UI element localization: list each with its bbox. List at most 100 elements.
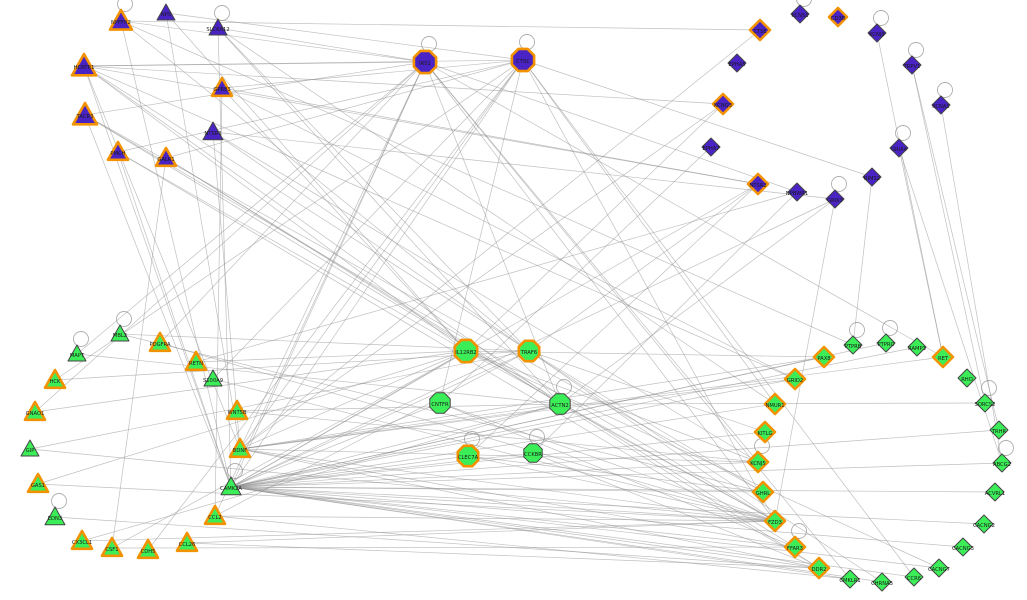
graph-node-kcnj9[interactable] — [867, 23, 887, 43]
graph-node-ghrl[interactable] — [751, 480, 775, 504]
graph-node-cckbr[interactable] — [523, 443, 543, 463]
graph-node-irs1[interactable] — [412, 49, 438, 75]
self-loop-edge — [116, 311, 132, 327]
graph-node-ddr2[interactable] — [807, 556, 831, 580]
graph-node-ptpro[interactable] — [876, 333, 896, 353]
graph-node-rims2[interactable] — [862, 167, 882, 187]
graph-edge — [465, 103, 724, 352]
graph-edge — [239, 448, 759, 463]
graph-node-ramp3[interactable] — [907, 337, 927, 357]
graph-node-cmklr1[interactable] — [840, 569, 860, 589]
graph-node-rho[interactable] — [957, 368, 977, 388]
graph-node-pmch[interactable] — [106, 140, 130, 162]
graph-node-grid2[interactable] — [783, 367, 807, 391]
graph-node-gas1[interactable] — [26, 472, 50, 494]
graph-edge — [120, 20, 426, 63]
graph-node-npffr2[interactable] — [108, 8, 134, 31]
graph-node-nmur1[interactable] — [763, 392, 787, 416]
graph-node-cntfr[interactable] — [429, 392, 451, 414]
graph-edge — [212, 131, 530, 352]
graph-edge — [111, 157, 167, 549]
graph-node-ntsr2[interactable] — [746, 172, 770, 196]
graph-edge — [230, 486, 820, 569]
graph-node-ctsc[interactable] — [510, 47, 536, 73]
graph-node-cacng3[interactable] — [953, 537, 973, 557]
graph-node-s100a9[interactable] — [203, 369, 223, 387]
graph-edge — [532, 191, 798, 454]
graph-node-trhr[interactable] — [989, 420, 1009, 440]
graph-node-camk2a[interactable] — [220, 476, 242, 496]
graph-node-slc6a12[interactable] — [208, 18, 228, 36]
graph-node-gip[interactable] — [20, 439, 40, 457]
graph-node-ccl26[interactable] — [175, 531, 199, 553]
graph-edge — [81, 403, 561, 542]
graph-edge — [230, 486, 996, 493]
graph-node-kcna1[interactable] — [931, 95, 951, 115]
graph-edge — [559, 403, 820, 569]
graph-node-abcg2[interactable] — [992, 453, 1012, 473]
node-layer: NPFFR2NPSSLC6A12HCRTR1GPR83TACR3NTSR1PMC… — [20, 3, 1012, 592]
graph-node-retn[interactable] — [184, 350, 208, 372]
graph-node-wnt5b[interactable] — [225, 399, 249, 421]
graph-node-kitlg[interactable] — [753, 420, 777, 444]
graph-edge — [911, 64, 1000, 431]
graph-node-kcnq3[interactable] — [711, 92, 735, 116]
graph-node-ctse[interactable] — [748, 18, 772, 42]
graph-node-gpr83[interactable] — [210, 76, 234, 98]
graph-edge — [84, 114, 776, 522]
graph-node-hcrtr1[interactable] — [70, 52, 98, 77]
graph-node-pdgfra[interactable] — [148, 331, 172, 353]
graph-edge — [214, 515, 776, 522]
graph-node-acvrl1[interactable] — [985, 482, 1005, 502]
graph-edge — [230, 403, 776, 488]
graph-node-galr1[interactable] — [154, 146, 178, 168]
graph-node-trpv1[interactable] — [902, 55, 922, 75]
self-loop-edge — [796, 0, 812, 7]
graph-node-bdnf[interactable] — [228, 437, 252, 459]
graph-edge — [212, 59, 524, 380]
graph-edge — [120, 20, 530, 352]
graph-node-ret[interactable] — [931, 345, 955, 369]
graph-node-mbl2[interactable] — [110, 324, 130, 342]
graph-node-gria4[interactable] — [889, 138, 909, 158]
graph-node-ntsr1[interactable] — [202, 121, 224, 141]
graph-node-tacr3[interactable] — [71, 101, 99, 126]
graph-edge — [221, 87, 796, 380]
graph-node-sorcs2[interactable] — [975, 393, 995, 413]
graph-node-chrna3[interactable] — [872, 572, 892, 592]
graph-node-mapt[interactable] — [67, 344, 87, 362]
graph-node-actn2[interactable] — [549, 393, 571, 415]
graph-node-gnao1[interactable] — [23, 400, 47, 422]
graph-node-ptprb[interactable] — [843, 335, 863, 355]
graph-edge — [83, 65, 796, 380]
self-loop-edge — [51, 493, 67, 509]
graph-node-epha7[interactable] — [701, 137, 721, 157]
graph-node-kcns1[interactable] — [790, 4, 810, 24]
graph-edge — [165, 157, 796, 548]
graph-node-npbwr1[interactable] — [787, 182, 807, 202]
graph-node-cx3cl1[interactable] — [70, 529, 94, 551]
graph-node-nps[interactable] — [156, 3, 176, 21]
graph-node-traf6[interactable] — [517, 339, 541, 363]
graph-node-il12rb2[interactable] — [453, 338, 479, 364]
graph-node-cacng2[interactable] — [974, 514, 994, 534]
graph-node-ffar3[interactable] — [783, 535, 807, 559]
graph-node-edn3[interactable] — [44, 506, 66, 526]
graph-node-fzd3[interactable] — [763, 509, 787, 533]
graph-node-clec7a[interactable] — [456, 444, 480, 468]
graph-node-ccl2[interactable] — [203, 504, 227, 526]
graph-node-ccr6[interactable] — [904, 567, 924, 587]
graph-node-cdh5[interactable] — [136, 538, 160, 560]
graph-edge — [159, 342, 776, 522]
graph-node-pax8[interactable] — [812, 345, 836, 369]
graph-node-csf1[interactable] — [100, 536, 124, 558]
graph-node-cacng7[interactable] — [929, 558, 949, 578]
graph-edge — [230, 431, 766, 488]
graph-node-kcnj5[interactable] — [746, 450, 770, 474]
graph-node-hck[interactable] — [43, 368, 67, 390]
graph-node-grik3[interactable] — [825, 189, 845, 209]
graph-edge — [230, 486, 940, 569]
self-loop-edge — [421, 36, 437, 52]
graph-node-epha5[interactable] — [727, 53, 747, 73]
graph-node-cd38[interactable] — [827, 6, 849, 28]
